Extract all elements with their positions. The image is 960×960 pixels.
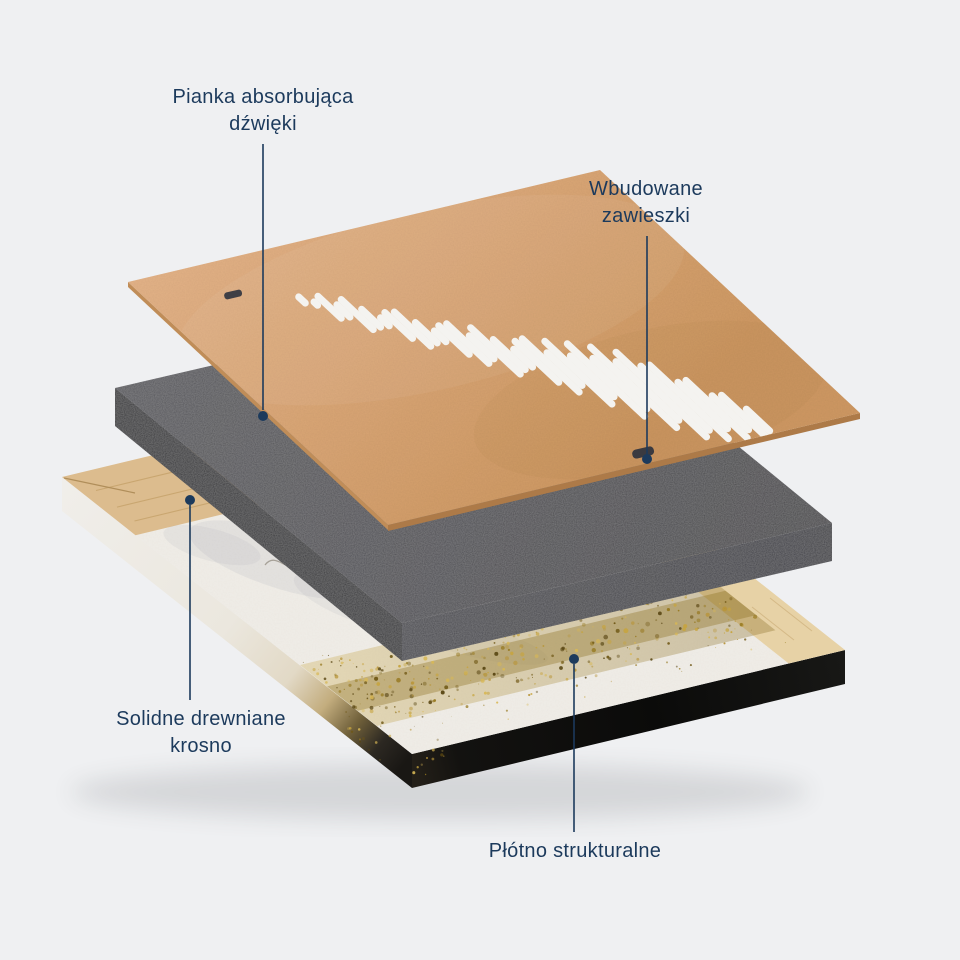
- label-hangers-line1: Wbudowane: [589, 178, 703, 200]
- foam-front-edge-face: [402, 523, 832, 661]
- canvas-shadow: [70, 764, 810, 820]
- label-foam: Pianka absorbująca dźwięki: [172, 84, 353, 138]
- board-edge-front: [388, 413, 860, 531]
- leader-dot-canvas: [569, 654, 579, 664]
- label-foam-line2: dźwięki: [229, 113, 297, 135]
- label-frame: Solidne drewniane krosno: [116, 706, 286, 760]
- label-foam-line1: Pianka absorbująca: [172, 86, 354, 108]
- foam-left-edge-face: [115, 388, 402, 661]
- canvas-front-edge-face: [412, 650, 845, 788]
- soundwave-slots: [295, 292, 774, 443]
- leader-dot-frame: [185, 495, 195, 505]
- leader-dot-foam: [258, 411, 268, 421]
- perforated-board-layer: [128, 170, 860, 531]
- label-frame-line1: Solidne drewniane: [116, 708, 286, 730]
- leader-annotations: [185, 144, 652, 832]
- board-edge-left: [128, 282, 388, 530]
- label-canvas: Płótno strukturalne: [489, 838, 661, 865]
- canvas-left-edge-face: [62, 477, 412, 788]
- label-canvas-line1: Płótno strukturalne: [488, 840, 662, 862]
- label-hangers: Wbudowane zawieszki: [589, 176, 703, 230]
- hanger-mark-left: [224, 289, 243, 300]
- label-frame-line2: krosno: [170, 735, 232, 757]
- leader-dot-hangers: [642, 454, 652, 464]
- label-hangers-line2: zawieszki: [601, 205, 691, 227]
